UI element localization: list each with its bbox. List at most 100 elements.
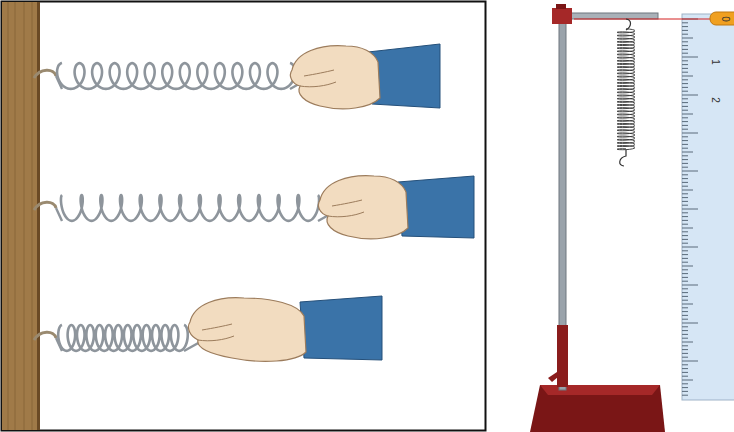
ruler-marker	[710, 12, 734, 25]
ruler-tick	[682, 26, 688, 27]
ruler-tick	[682, 72, 688, 73]
ruler-tick	[682, 163, 688, 164]
ruler-tick	[682, 281, 688, 282]
ruler-tick	[682, 380, 693, 381]
ruler-tick	[682, 383, 688, 384]
wood-grain	[8, 2, 32, 430]
ruler-tick	[682, 95, 698, 96]
ruler-tick	[682, 41, 688, 42]
ruler-tick	[682, 178, 688, 179]
ruler-tick	[682, 353, 688, 354]
ruler-tick	[682, 266, 693, 267]
reference-line	[574, 19, 712, 20]
hand-bottom	[188, 296, 382, 361]
ruler-tick	[682, 140, 688, 141]
coil-spring	[57, 63, 295, 89]
ruler-ticks	[682, 19, 698, 395]
ruler-tick	[682, 87, 688, 88]
ruler-tick	[682, 216, 688, 217]
panel-frame	[2, 2, 486, 431]
stand-base	[530, 385, 665, 432]
ruler-tick	[682, 258, 688, 259]
stand-arm	[566, 13, 658, 19]
ruler-tick	[682, 76, 693, 77]
ruler-tick	[682, 273, 688, 274]
ruler-tick	[682, 133, 698, 134]
ruler-tick	[682, 357, 688, 358]
ruler-tick	[682, 102, 688, 103]
ruler-tick	[682, 235, 688, 236]
spring-end-hook	[56, 331, 204, 351]
hanging-spring	[617, 29, 635, 150]
ruler-tick	[682, 376, 688, 377]
stand-clamp	[552, 8, 572, 24]
ruler-tick	[682, 368, 688, 369]
ruler-tick	[682, 254, 688, 255]
coil-spring	[58, 325, 188, 351]
ruler-tick	[682, 364, 688, 365]
hand-middle	[318, 176, 474, 239]
ruler-tick	[682, 250, 688, 251]
ruler-tick	[682, 22, 688, 23]
ruler-tick	[682, 300, 688, 301]
ruler-tick	[682, 395, 688, 396]
ruler-tick	[682, 30, 688, 31]
wall-hooks	[34, 70, 56, 340]
ruler-tick	[682, 311, 688, 312]
ruler-tick	[682, 182, 688, 183]
ruler-tick	[682, 110, 688, 111]
ruler-tick	[682, 338, 688, 339]
ruler-tick	[682, 174, 688, 175]
ruler-tick	[682, 342, 693, 343]
ruler-tick	[682, 220, 688, 221]
ruler-tick	[682, 269, 688, 270]
ruler-tick	[682, 391, 688, 392]
ruler-tick	[682, 155, 688, 156]
hand-top	[290, 44, 440, 109]
ruler-tick	[682, 285, 698, 286]
ruler-tick	[682, 387, 688, 388]
ruler-tick	[682, 228, 693, 229]
ruler-tick	[682, 171, 698, 172]
ruler-tick	[682, 201, 688, 202]
ruler-tick	[682, 45, 688, 46]
ruler-tick	[682, 197, 688, 198]
post-edge	[37, 2, 40, 430]
spring-end-hook	[56, 201, 338, 221]
rod-sleeve	[557, 325, 568, 387]
ruler-tick	[682, 148, 688, 149]
ruler-tick	[682, 231, 688, 232]
ruler-tick	[682, 349, 688, 350]
ruler-tick	[682, 167, 688, 168]
ruler-number: 2	[710, 97, 720, 103]
spring-hooks	[620, 19, 631, 166]
ruler-number: 0	[720, 16, 730, 22]
ruler-tick	[682, 79, 688, 80]
ruler-tick	[682, 304, 693, 305]
ruler-tick	[682, 121, 688, 122]
ruler-tick	[682, 136, 688, 137]
ruler-tick	[682, 319, 688, 320]
ruler-tick	[682, 288, 688, 289]
ruler-number: 1	[710, 59, 720, 65]
ruler-tick	[682, 190, 693, 191]
ruler-tick	[682, 262, 688, 263]
ruler-tick	[682, 292, 688, 293]
ruler-tick	[682, 330, 688, 331]
ruler-tick	[682, 224, 688, 225]
ruler-tick	[682, 186, 688, 187]
ruler-tick	[682, 114, 693, 115]
rod-screw	[548, 372, 558, 382]
ruler-tick	[682, 323, 698, 324]
ruler-tick	[682, 307, 688, 308]
ruler-tick	[682, 209, 698, 210]
ruler-tick	[682, 53, 688, 54]
ruler-tick	[682, 296, 688, 297]
ruler-tick	[682, 64, 688, 65]
coil-spring	[61, 195, 319, 221]
ruler-tick	[682, 49, 688, 50]
ruler-tick	[682, 34, 688, 35]
ruler-tick	[682, 247, 698, 248]
ruler-tick	[682, 60, 688, 61]
